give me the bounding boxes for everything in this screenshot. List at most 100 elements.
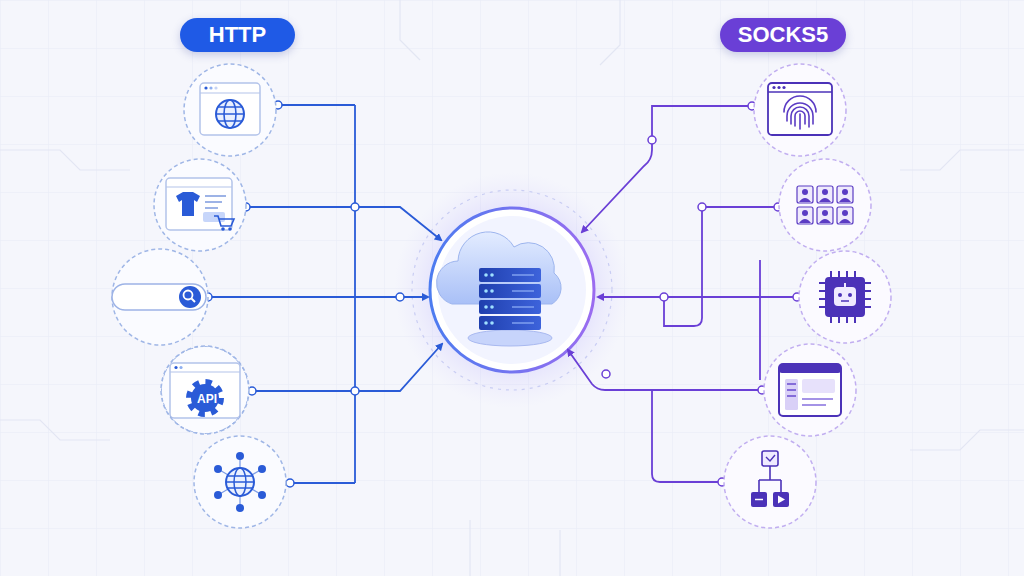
fingerprint-window-icon bbox=[784, 96, 816, 112]
network-globe-icon bbox=[214, 465, 222, 473]
globe-browser-icon bbox=[216, 100, 244, 128]
node-label: HTTP bbox=[209, 22, 266, 48]
flowchart-icon bbox=[778, 496, 785, 504]
people-grid-icon bbox=[822, 210, 828, 216]
http-wires bbox=[246, 207, 441, 240]
socks5-wires bbox=[664, 207, 778, 326]
shop-page-icon bbox=[176, 192, 200, 216]
network-globe-icon bbox=[236, 452, 244, 460]
socks5-wires bbox=[568, 106, 797, 482]
ai-chip-icon bbox=[848, 293, 852, 297]
people-grid-icon bbox=[799, 198, 811, 202]
http-wires bbox=[208, 105, 442, 483]
fingerprint-window-icon bbox=[768, 83, 832, 135]
http-wires bbox=[278, 104, 355, 106]
http-icon-circle bbox=[184, 64, 276, 156]
fingerprint-window-icon bbox=[784, 96, 816, 129]
people-grid-icon bbox=[802, 210, 808, 216]
people-grid-icon bbox=[839, 198, 851, 202]
central-server-hub bbox=[394, 172, 630, 408]
globe-browser-icon bbox=[200, 92, 260, 93]
shop-page-icon bbox=[214, 216, 234, 226]
socks5-wires bbox=[598, 296, 797, 298]
central-server-hub bbox=[490, 321, 494, 325]
socks5-icon-circle bbox=[799, 251, 891, 343]
fingerprint-window-icon bbox=[768, 91, 832, 92]
api-gear-icon bbox=[170, 371, 240, 372]
network-globe-icon bbox=[218, 456, 262, 508]
socks5-icon-circle bbox=[764, 344, 856, 436]
flowchart-icon bbox=[766, 455, 775, 461]
flowchart-icon bbox=[755, 499, 763, 501]
fingerprint-window-icon bbox=[799, 114, 801, 129]
search-bar-icon bbox=[179, 286, 201, 308]
http-wires bbox=[208, 296, 428, 298]
wire-junction-dot bbox=[351, 203, 359, 211]
wire-junction-dot bbox=[660, 293, 668, 301]
node-label: SOCKS5 bbox=[738, 22, 828, 48]
ai-chip-icon bbox=[834, 287, 856, 306]
ai-chip-icon bbox=[819, 271, 871, 323]
api-icon-circle: API bbox=[161, 346, 249, 434]
people-grid-icon bbox=[837, 207, 853, 224]
people-grid-icon bbox=[802, 189, 808, 195]
http-wires bbox=[290, 482, 355, 484]
wire-junction-dot bbox=[602, 370, 610, 378]
wire-junction-dot bbox=[351, 387, 359, 395]
central-server-hub bbox=[490, 289, 494, 293]
wire-junction-dot bbox=[286, 479, 294, 487]
central-server-hub bbox=[490, 305, 494, 309]
browser-window-icon bbox=[802, 379, 835, 393]
network-globe-icon bbox=[214, 452, 266, 512]
wire-junction-dot bbox=[648, 136, 656, 144]
fingerprint-window-icon bbox=[772, 86, 775, 89]
shop-page-icon bbox=[203, 212, 225, 222]
shop-page-icon bbox=[166, 186, 232, 187]
flowchart-icon bbox=[759, 466, 781, 492]
ai-chip-icon bbox=[841, 300, 849, 302]
people-grid-icon bbox=[797, 207, 813, 224]
people-grid-icon bbox=[839, 219, 851, 223]
fingerprint-window-icon bbox=[782, 86, 785, 89]
central-server-hub bbox=[490, 273, 494, 277]
socks5-icon-circle bbox=[754, 64, 846, 156]
flowchart-icon bbox=[773, 492, 789, 507]
http-icon-circle bbox=[112, 64, 286, 528]
protocol-badge: HTTP bbox=[180, 18, 295, 52]
socks5-wires bbox=[568, 350, 762, 390]
central-server-hub bbox=[484, 273, 488, 277]
people-grid-icon bbox=[819, 219, 831, 223]
flowchart-icon bbox=[762, 451, 778, 466]
browser-window-icon bbox=[779, 364, 841, 373]
fingerprint-window-icon bbox=[768, 83, 832, 135]
flowchart-icon bbox=[751, 492, 767, 507]
search-bar-icon bbox=[184, 291, 193, 300]
central-server-hub bbox=[484, 321, 488, 325]
people-grid-icon bbox=[797, 186, 853, 224]
central-server-hub bbox=[468, 330, 552, 346]
central-server-hub bbox=[437, 232, 562, 304]
browser-window-icon bbox=[779, 364, 841, 416]
browser-window-icon bbox=[787, 384, 796, 396]
http-wires bbox=[252, 344, 442, 391]
people-grid-icon bbox=[817, 207, 833, 224]
globe-browser-icon bbox=[200, 83, 260, 135]
network-globe-icon bbox=[226, 468, 254, 496]
search-bar-icon bbox=[112, 284, 206, 310]
people-grid-icon bbox=[799, 219, 811, 223]
central-server-hub bbox=[484, 305, 488, 309]
http-icon-circle bbox=[112, 249, 208, 345]
globe-browser-icon bbox=[209, 86, 212, 89]
wire-junction-dot bbox=[204, 101, 404, 487]
socks5-wires bbox=[652, 390, 722, 482]
browser-window-icon bbox=[779, 364, 841, 416]
globe-browser-icon bbox=[204, 86, 207, 89]
network-globe-icon bbox=[226, 476, 254, 488]
http-wires bbox=[354, 105, 356, 483]
ai-chip-icon bbox=[844, 283, 846, 287]
shop-page-icon bbox=[166, 178, 232, 230]
